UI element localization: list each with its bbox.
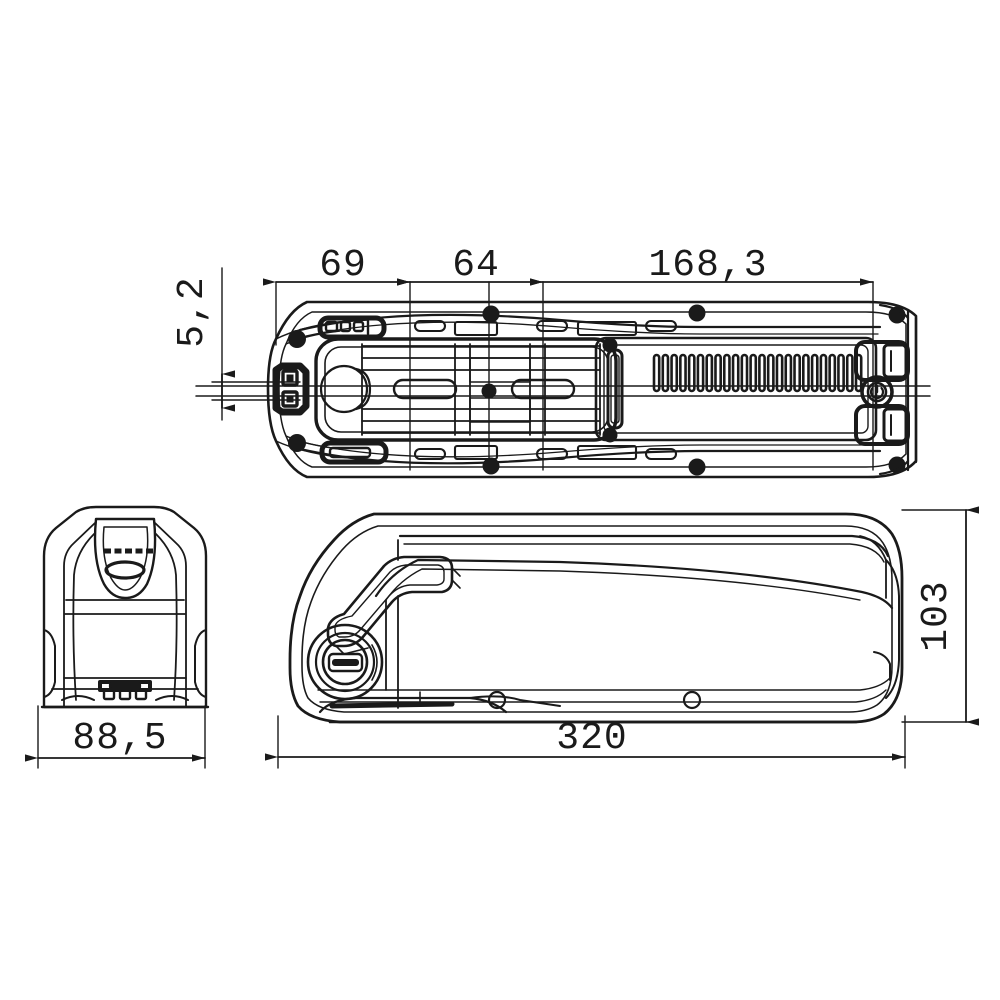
dimension-label-168-3: 168,3 [648, 244, 767, 287]
end-view-corner-ribs [43, 629, 207, 698]
dimension-set-top-view [211, 267, 874, 471]
top-view-body-contour-thin [305, 321, 879, 458]
dimension-labels: 69 64 168,3 5,2 88,5 320 103 [72, 244, 958, 760]
side-view-inner-outline [301, 525, 893, 713]
top-view-right-endcap [878, 303, 918, 476]
top-view [195, 300, 931, 479]
side-view-outer-shell [288, 512, 904, 724]
vent-slot [810, 353, 819, 393]
end-view-outer-shell [42, 505, 208, 709]
charge-port-oval [104, 560, 146, 580]
mounting-rail-foot [318, 691, 561, 714]
vent-slot [758, 353, 766, 393]
side-view [288, 512, 904, 724]
side-view-seam-lines [385, 535, 887, 693]
vent-slot [749, 353, 758, 393]
vent-slot [687, 353, 696, 393]
carry-handle-recess [326, 555, 461, 655]
vent-slot [705, 353, 714, 393]
dimension-label-320: 320 [556, 717, 627, 760]
vent-slot [775, 353, 784, 393]
dimension-label-5-2: 5,2 [171, 276, 214, 347]
mounting-rail-channel [314, 337, 618, 442]
end-view [40, 505, 210, 709]
dimension-label-69: 69 [319, 244, 367, 287]
vent-slot [714, 353, 722, 393]
right-terminal-cluster [854, 340, 910, 446]
vent-slot [793, 353, 802, 393]
end-view-base-feet [61, 695, 189, 701]
vent-slot [801, 353, 810, 393]
vent-slot [731, 353, 740, 393]
latch-clip-top-left [317, 315, 387, 340]
top-view-centerline [195, 385, 931, 397]
top-surface-recess-row-upper [413, 319, 678, 337]
vent-slot [819, 353, 828, 393]
vent-slot [722, 353, 731, 393]
side-view-taper-lines [374, 534, 894, 610]
vent-slot [696, 353, 705, 393]
lid-edge-slot [606, 348, 624, 430]
power-button-icon[interactable] [860, 375, 894, 409]
vent-slot [837, 353, 845, 393]
side-view-screw-holes [487, 690, 702, 710]
internal-rib-grid [361, 343, 601, 436]
dimension-label-103: 103 [915, 580, 958, 651]
dimension-5-2 [211, 370, 301, 412]
base-connector-block-end [98, 680, 152, 701]
vent-slot [679, 353, 687, 393]
vent-slot [740, 353, 749, 393]
latch-clip-bottom-left [319, 440, 389, 465]
vent-slot [670, 353, 679, 393]
dimension-set-lower [25, 506, 979, 769]
side-view-right-endcap [873, 559, 900, 699]
vent-slot [661, 353, 670, 393]
key-lock-cylinder[interactable] [306, 623, 384, 701]
rail-channel-round-boss [319, 364, 372, 414]
charge-port-recess [93, 517, 157, 600]
side-view-taper-lines-thin [317, 543, 891, 703]
top-surface-recess-row-lower [413, 444, 678, 461]
vent-slot [845, 353, 854, 393]
vent-slot [828, 353, 837, 393]
dimension-label-88-5: 88,5 [72, 717, 167, 760]
vent-slot [652, 353, 661, 393]
vent-slot [766, 353, 775, 393]
end-view-side-bevels [63, 521, 187, 708]
extension-lines-lower [37, 509, 979, 769]
vent-slot [784, 353, 793, 393]
dimension-label-64: 64 [452, 244, 500, 287]
connector-terminal-block [272, 362, 310, 416]
